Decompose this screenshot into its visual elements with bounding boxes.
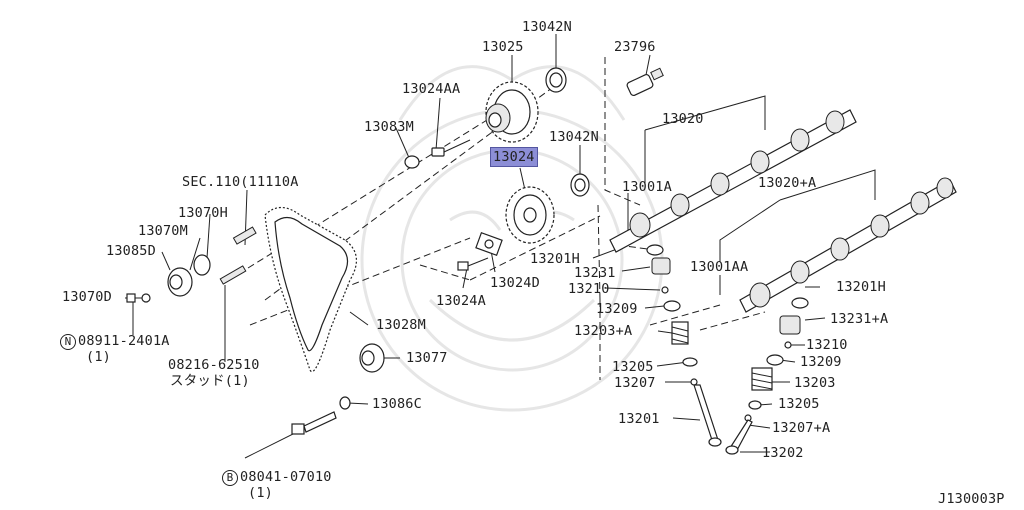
plate-13024d [475,231,503,257]
label-13207a[interactable]: 13207+A [772,420,831,436]
bolt-lower [291,411,337,435]
label-13203[interactable]: 13203 [794,375,836,391]
label-13085d[interactable]: 13085D [106,243,156,259]
label-13020a[interactable]: 13020+A [758,175,817,191]
bolt-upper [404,139,471,169]
label-13083m[interactable]: 13083M [364,119,414,135]
label-13086c[interactable]: 13086C [372,396,422,412]
label-13201h-left[interactable]: 13201H [530,251,580,267]
label-13201h-right[interactable]: 13201H [836,279,886,295]
label-stud[interactable]: 08216-62510 [168,357,260,373]
label-13203a[interactable]: 13203+A [574,323,633,339]
label-13202[interactable]: 13202 [762,445,804,461]
tensioner [126,226,257,303]
label-13207[interactable]: 13207 [614,375,656,391]
camshaft-sprocket-lower [505,186,555,244]
camshaft-sprocket-upper [485,81,539,143]
label-13070d[interactable]: 13070D [62,289,112,305]
nut-qty: (1) [86,349,111,365]
label-13201[interactable]: 13201 [618,411,660,427]
label-13077[interactable]: 13077 [406,350,448,366]
nut-part-number: 08911-2401A [78,333,170,349]
label-13070m[interactable]: 13070M [138,223,188,239]
washer-13086c [339,396,351,410]
label-13205-left[interactable]: 13205 [612,359,654,375]
label-13024d[interactable]: 13024D [490,275,540,291]
label-13209-left[interactable]: 13209 [596,301,638,317]
highlighted-part[interactable]: 13024 [490,147,538,167]
label-sec110[interactable]: SEC.110(11110A [182,174,299,190]
timing-belt [264,206,357,373]
label-13210-right[interactable]: 13210 [806,337,848,353]
label-13024aa[interactable]: 13024AA [402,81,461,97]
label-13231[interactable]: 13231 [574,265,616,281]
label-13210-left[interactable]: 13210 [568,281,610,297]
label-13024a[interactable]: 13024A [436,293,486,309]
idler-pulley [359,343,385,373]
label-13028m[interactable]: 13028M [376,317,426,333]
bolt-part-number: 08041-07010 [240,469,332,485]
stud-note: スタッド(1) [170,373,250,389]
bolt-qty: (1) [248,485,273,501]
label-13001aa[interactable]: 13001AA [690,259,749,275]
label-13209-right[interactable]: 13209 [800,354,842,370]
label-13025[interactable]: 13025 [482,39,524,55]
label-13001a[interactable]: 13001A [622,179,672,195]
cam-sensor [626,67,664,97]
bolt-13024a [457,257,489,271]
label-13205-right[interactable]: 13205 [778,396,820,412]
label-13070h[interactable]: 13070H [178,205,228,221]
leader-lines [125,34,876,459]
label-13042n-mid[interactable]: 13042N [549,129,599,145]
camshaft-lower [739,177,957,313]
diagram-id: J130003P [938,491,1005,507]
label-13020[interactable]: 13020 [662,111,704,127]
valve-train-left [646,244,722,447]
oil-seal-mid [570,173,590,197]
valve-train-right [725,297,809,455]
camshaft-upper [609,109,857,253]
bolt-symbol: B [222,470,238,486]
label-13042n-top[interactable]: 13042N [522,19,572,35]
label-13231a[interactable]: 13231+A [830,311,889,327]
oil-seal-upper [545,67,567,93]
label-23796[interactable]: 23796 [614,39,656,55]
label-13024[interactable]: 13024 [490,147,538,167]
nut-symbol: N [60,334,76,350]
